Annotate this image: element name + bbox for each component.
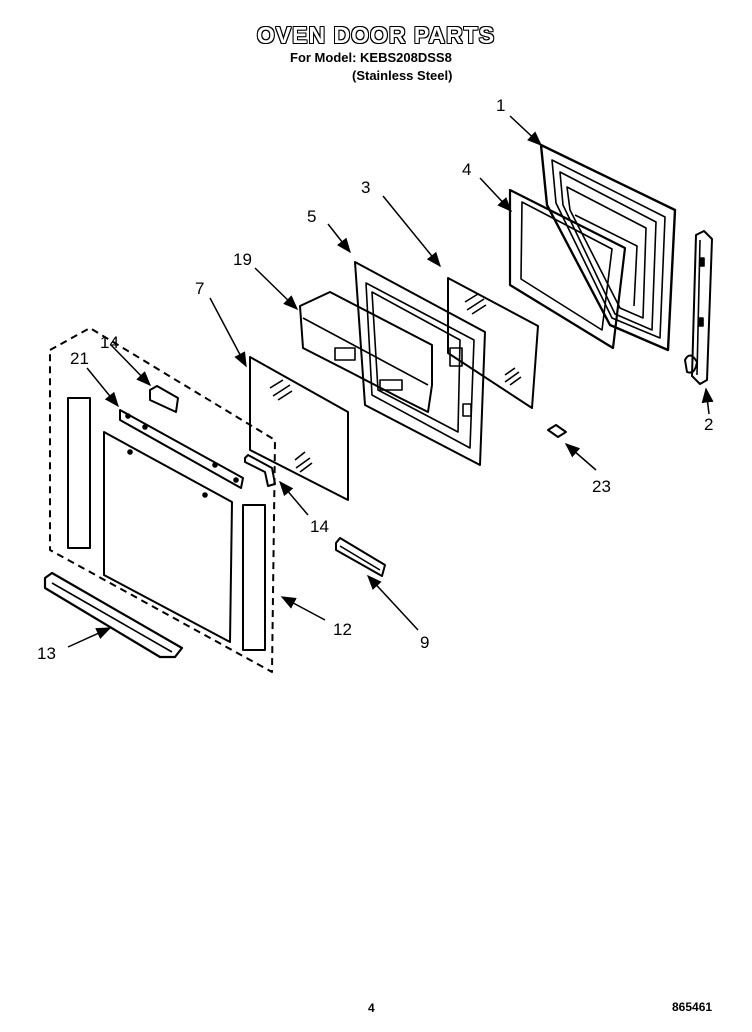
callout-23: 23 — [592, 477, 611, 496]
callout-1: 1 — [496, 96, 505, 115]
material-note: (Stainless Steel) — [352, 68, 453, 83]
callout-2: 2 — [704, 415, 713, 434]
callout-21: 21 — [70, 349, 89, 368]
part-2-door-hinge — [684, 230, 713, 385]
callout-12: 12 — [333, 620, 352, 639]
callout-4: 4 — [462, 160, 471, 179]
part-21-trim-strip — [119, 409, 244, 489]
callout-7: 7 — [195, 279, 204, 298]
callout-9: 9 — [420, 633, 429, 652]
page-number: 4 — [368, 1001, 375, 1015]
part-12-outer-door-panel — [49, 327, 276, 673]
page-title: OVEN DOOR PARTS — [256, 22, 496, 48]
part-13-door-handle — [43, 571, 184, 659]
callout-13: 13 — [37, 644, 56, 663]
model-number: For Model: KEBS208DSS8 — [290, 50, 452, 65]
part-7-glass-panel — [249, 356, 349, 501]
part-3-glass-panel — [447, 277, 539, 409]
part-14-bracket-right — [244, 454, 276, 487]
callout-19: 19 — [233, 250, 252, 269]
part-5-glass-retainer — [354, 261, 486, 466]
document-number: 865461 — [672, 1000, 713, 1014]
part-14-bracket-left — [149, 385, 179, 413]
part-23-clip — [547, 424, 567, 438]
part-9-seal-strip — [335, 537, 386, 577]
part-4-window-pack-frame — [508, 188, 627, 350]
callout-3: 3 — [361, 178, 370, 197]
callout-5: 5 — [307, 207, 316, 226]
callout-14-right: 14 — [310, 517, 329, 536]
part-1-inner-door-frame — [539, 143, 677, 352]
part-19-baffle — [299, 291, 433, 413]
callout-14-left: 14 — [100, 333, 119, 352]
